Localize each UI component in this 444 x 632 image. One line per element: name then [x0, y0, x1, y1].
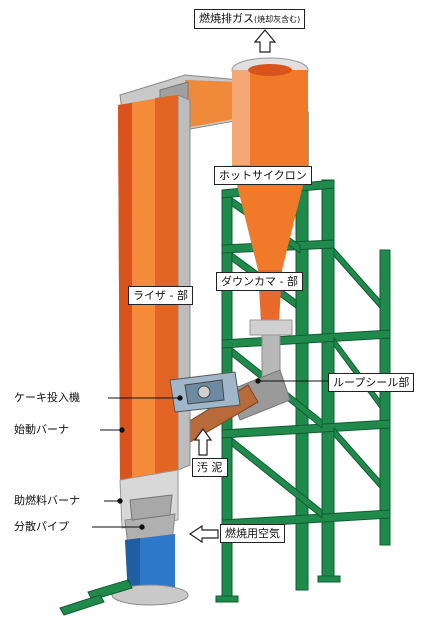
air-arrow-icon: [188, 524, 219, 544]
hot-cyclone-label: ホットサイクロン: [214, 166, 312, 185]
riser-label: ライザ - 部: [128, 286, 193, 305]
cake-feeder-machine: [169, 371, 241, 413]
loop-seal-text: ループシール部: [333, 376, 410, 389]
downcomer-label: ダウンカマ - 部: [216, 272, 303, 291]
sludge-text: 汚 泥: [197, 461, 223, 474]
aux-fuel-burner-label: 助燃料バーナ: [14, 494, 80, 507]
startup-burner-label: 始動バーナ: [14, 423, 69, 436]
exhaust-gas-note: (焼却灰含む): [254, 15, 301, 24]
sludge-label: 汚 泥: [192, 458, 228, 477]
exhaust-gas-text: 燃焼排ガス: [199, 12, 254, 25]
dispersion-pipe-label: 分散パイプ: [14, 520, 69, 533]
hot-cyclone: [231, 57, 309, 340]
exhaust-gas-label: 燃焼排ガス(焼却灰含む): [194, 9, 306, 29]
lower-section: [59, 469, 189, 616]
downcomer-text: ダウンカマ - 部: [221, 275, 298, 288]
cake-feeder-label: ケーキ投入機: [14, 391, 80, 404]
exhaust-arrow-icon: [253, 29, 277, 53]
riser-text: ライザ - 部: [133, 289, 188, 302]
combustion-air-text: 燃焼用空気: [225, 527, 280, 540]
loop-seal-label: ループシール部: [328, 373, 415, 392]
leader-lines: [92, 378, 328, 530]
sludge-arrow-icon: [193, 427, 213, 456]
combustion-air-label: 燃焼用空気: [220, 524, 285, 543]
hot-cyclone-text: ホットサイクロン: [219, 169, 307, 182]
